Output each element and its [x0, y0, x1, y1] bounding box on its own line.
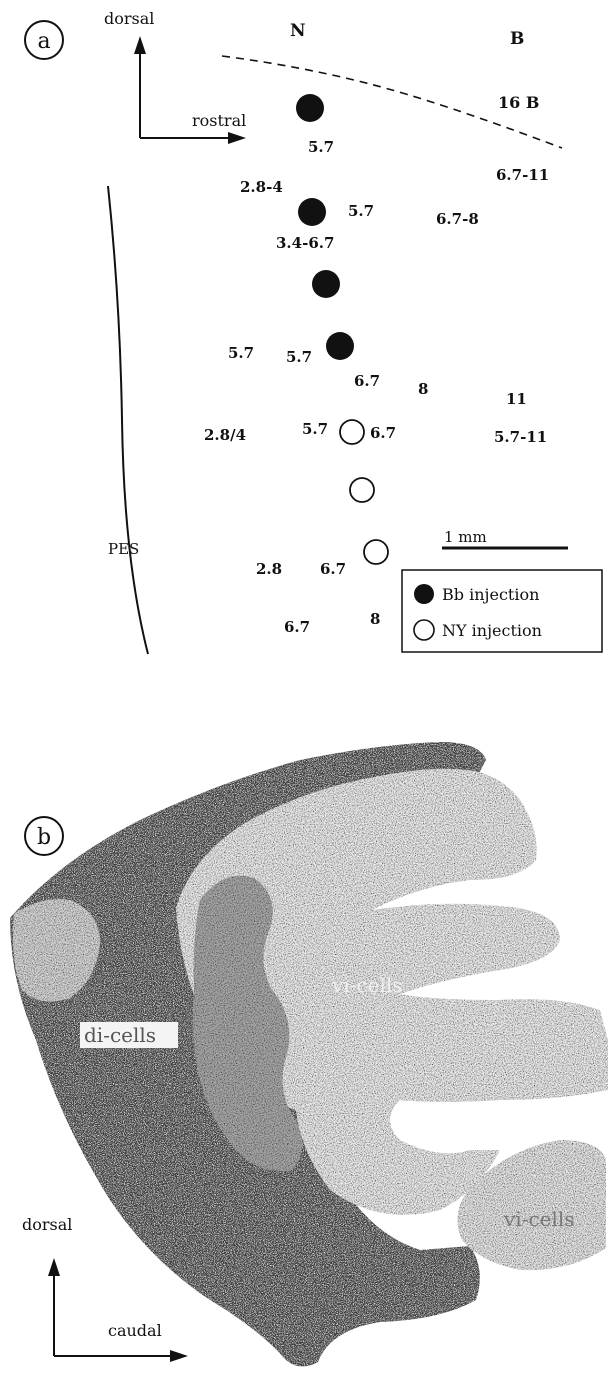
orientation-arrows-b [48, 1258, 188, 1362]
axis-label-caudal: caudal [108, 1321, 162, 1340]
region-label-vi-cells-lower: vi-cells [503, 1207, 575, 1231]
frequency-label: 6.7 [354, 372, 380, 390]
legend-open-circle-icon [414, 620, 434, 640]
legend: Bb injection NY injection [402, 570, 602, 652]
frequency-label: 6.7 [370, 424, 396, 442]
injection-ny [364, 540, 388, 564]
axis-label-dorsal-b: dorsal [22, 1215, 72, 1234]
frequency-label: 2.8-4 [240, 178, 283, 196]
panel-a-badge: a [37, 29, 50, 54]
arrow-right-icon [228, 132, 246, 144]
pes-sulcus-line [108, 186, 148, 654]
scale-bar-label: 1 mm [444, 528, 487, 546]
injection-bb [326, 332, 354, 360]
arrow-up-icon [48, 1258, 60, 1276]
axis-label-rostral: rostral [192, 111, 246, 130]
label-16b: 16 B [498, 93, 539, 112]
panel-b-badge: b [37, 825, 51, 850]
frequency-label: 5.7 [308, 138, 334, 156]
frequency-label: 5.7 [286, 348, 312, 366]
injection-bb [312, 270, 340, 298]
frequency-label: 11 [506, 390, 527, 408]
legend-filled-circle-icon [414, 584, 434, 604]
region-label-vi-cells-upper: vi-cells [331, 973, 403, 997]
frequency-label: 2.8/4 [204, 426, 246, 444]
frequency-label: 2.8 [256, 560, 282, 578]
frequency-label: 6.7 [320, 560, 346, 578]
injection-sites [296, 94, 388, 564]
region-label-di-cells: di-cells [84, 1023, 156, 1047]
frequency-label: 5.7 [228, 344, 254, 362]
legend-label-ny: NY injection [442, 621, 542, 640]
label-b: B [510, 29, 524, 49]
frequency-label: 8 [418, 380, 428, 398]
label-n: N [290, 21, 306, 41]
injection-bb [298, 198, 326, 226]
frequency-label: 3.4-6.7 [276, 234, 334, 252]
label-pes: PES [108, 540, 139, 558]
arrow-up-icon [134, 36, 146, 54]
axis-label-dorsal: dorsal [104, 9, 154, 28]
frequency-label: 5.7 [348, 202, 374, 220]
arrow-right-icon [170, 1350, 188, 1362]
frequency-label: 8 [370, 610, 380, 628]
injection-bb [296, 94, 324, 122]
frequency-label: 6.7-11 [496, 166, 549, 184]
frequency-label: 6.7 [284, 618, 310, 636]
frequency-label: 5.7 [302, 420, 328, 438]
panel-b: b vi-cells di-cells vi-cells dorsal caud… [10, 742, 608, 1367]
panel-a: a dorsal rostral N B 16 B PES [25, 9, 602, 654]
frequency-label: 6.7-8 [436, 210, 479, 228]
injection-ny [350, 478, 374, 502]
legend-label-bb: Bb injection [442, 585, 539, 604]
frequency-label: 5.7-11 [494, 428, 547, 446]
injection-ny [340, 420, 364, 444]
